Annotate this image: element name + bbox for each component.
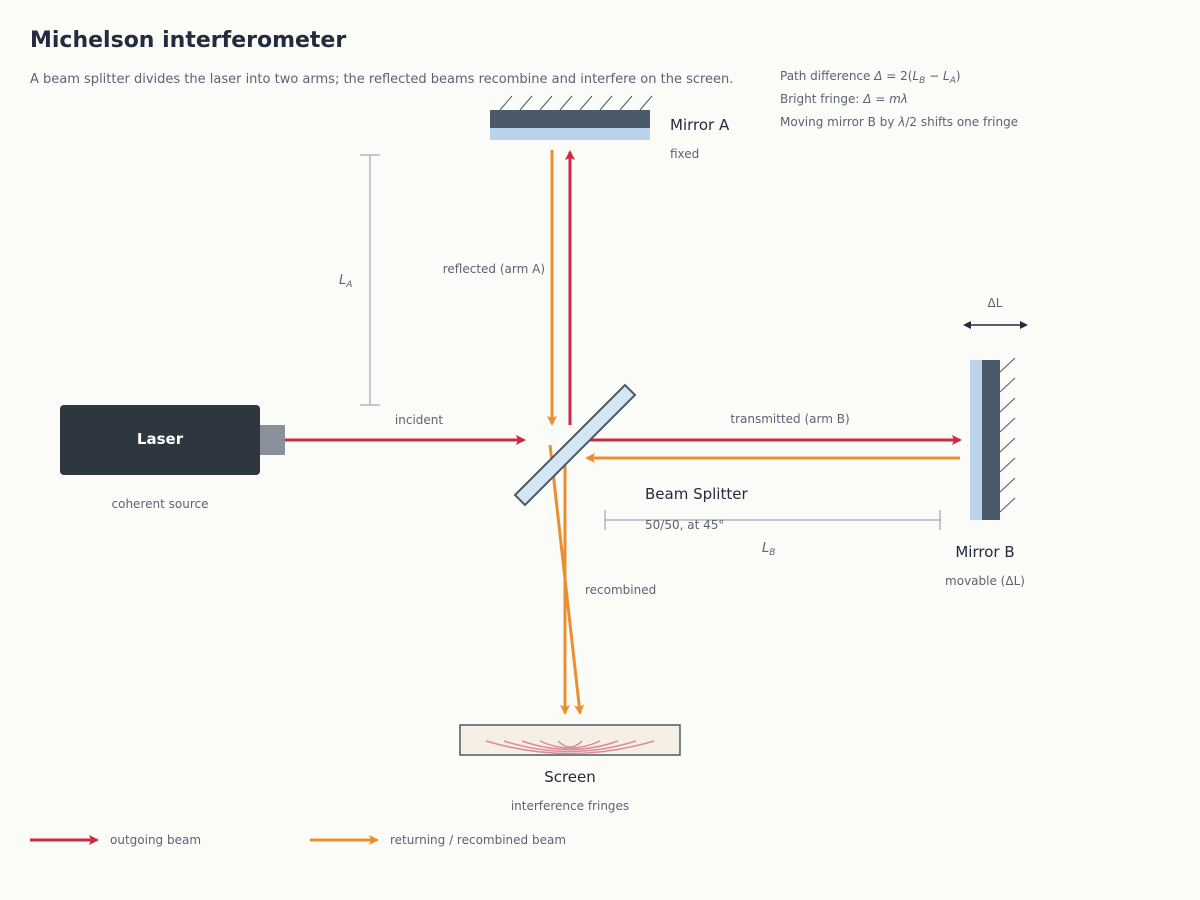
mirror-a [490, 95, 653, 140]
beam-label-arm-a: reflected (arm A) [443, 262, 545, 276]
laser: Laser [60, 405, 285, 475]
delta-l-label: ΔL [988, 296, 1003, 310]
screen [459, 724, 681, 756]
mirror-b-sublabel: movable (ΔL) [945, 574, 1025, 588]
dimension-lb-label: LB [762, 541, 775, 558]
beam-label-recombined: recombined [585, 583, 656, 597]
mirror-a-hatching [499, 95, 653, 111]
beam-label-incident: incident [395, 413, 443, 427]
mirror-b-label: Mirror B [955, 543, 1014, 561]
beam-recombined-2 [548, 444, 585, 715]
legend: outgoing beam returning / recombined bea… [30, 833, 566, 847]
beam-splitter-sublabel: 50/50, at 45° [645, 518, 724, 532]
mirror-a-sublabel: fixed [670, 147, 699, 161]
laser-label: Laser [137, 430, 184, 448]
beam-splitter [513, 383, 637, 507]
interference-fringes [485, 740, 655, 755]
screen-label: Screen [544, 768, 596, 786]
beam-splitter-label: Beam Splitter [645, 485, 748, 503]
laser-aperture [260, 425, 285, 455]
page-title: Michelson interferometer [30, 28, 346, 53]
dimension-lb: LB [604, 510, 941, 558]
legend-outgoing-label: outgoing beam [110, 833, 201, 847]
note-path-difference: Path difference Δ = 2(LB − LA) [780, 69, 961, 86]
screen-sublabel: interference fringes [511, 799, 629, 813]
mirror-a-label: Mirror A [670, 116, 730, 134]
beam-label-arm-b: transmitted (arm B) [730, 412, 849, 426]
legend-returning-label: returning / recombined beam [390, 833, 566, 847]
mirror-b-hatching [999, 357, 1016, 513]
note-bright-fringe: Bright fringe: Δ = mλ [780, 92, 908, 106]
laser-sublabel: coherent source [112, 497, 209, 511]
mirror-b [970, 357, 1016, 520]
note-fringe-shift: Moving mirror B by λ/2 shifts one fringe [780, 115, 1018, 129]
dimension-la-label: LA [339, 273, 352, 290]
page-subtitle: A beam splitter divides the laser into t… [30, 72, 733, 87]
dimension-la: LA [339, 154, 380, 406]
